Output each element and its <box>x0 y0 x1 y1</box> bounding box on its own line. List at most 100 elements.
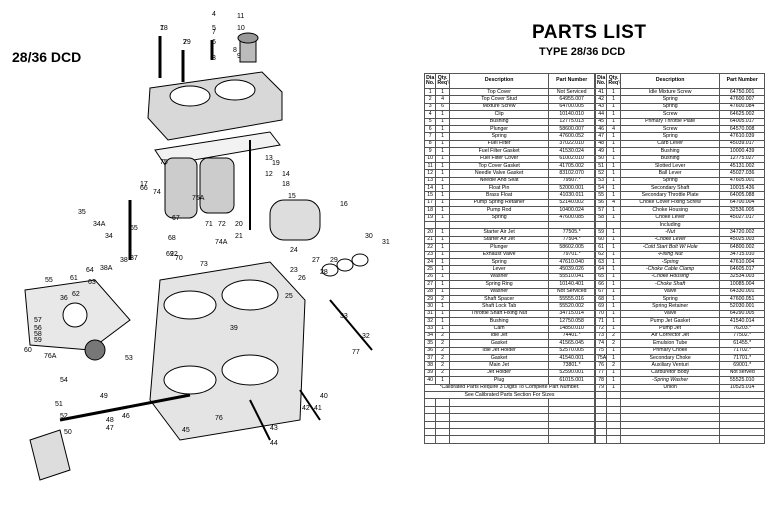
qty-cell: 2 <box>435 294 450 304</box>
part-number-cell: 41540.014 <box>719 317 765 326</box>
qty-cell <box>435 405 450 415</box>
part-number-cell: 45131.002 <box>719 161 765 171</box>
dia-cell <box>594 398 608 407</box>
description-cell <box>619 420 721 429</box>
callout-label: 29 <box>330 257 338 264</box>
qty-cell: 1 <box>435 272 450 282</box>
part-number-cell: 64005.017 <box>719 117 765 126</box>
dia-cell: 75A <box>594 354 608 363</box>
qty-cell <box>606 413 621 422</box>
description-cell: -Choke Housing <box>619 272 721 282</box>
dia-cell <box>423 398 437 407</box>
callout-label: 34A <box>93 221 106 228</box>
qty-cell: 1 <box>606 110 621 119</box>
qty-cell: 2 <box>435 331 450 341</box>
description-cell: Choke Cover Fixing Screw <box>619 198 721 208</box>
description-cell: Plunger <box>448 243 550 252</box>
qty-cell: 1 <box>606 368 621 378</box>
callout-label: 55 <box>45 277 53 284</box>
callout-label: 52 <box>60 413 68 420</box>
callout-label: 61 <box>70 275 78 282</box>
part-number-cell: 47610.039 <box>719 132 765 141</box>
description-cell: Needle Valve Gasket <box>448 169 550 178</box>
description-cell: Carb Lever <box>619 139 721 149</box>
callout-label: 20 <box>235 221 243 228</box>
part-number-cell: 83102.070 <box>548 169 595 178</box>
callout-label: 21 <box>235 233 243 240</box>
callout-label: 4 <box>212 11 216 18</box>
callout-label: 14 <box>282 171 290 178</box>
description-cell <box>448 221 550 230</box>
model-label: 28/36 DCD <box>12 49 82 65</box>
part-number-cell: 64700.004 <box>719 198 765 208</box>
description-cell: Choke Lever <box>619 213 721 223</box>
dia-cell: 56 <box>594 198 608 208</box>
part-number-cell: 64290.005 <box>719 309 765 319</box>
part-number-cell: Not Serviced <box>548 87 595 97</box>
description-cell: Fuel Filter <box>448 139 550 149</box>
qty-cell: 1 <box>606 354 621 363</box>
part-number-cell <box>548 420 595 429</box>
description-cell <box>619 398 721 407</box>
callout-label: 3 <box>212 55 216 62</box>
table-row: Including <box>594 221 765 230</box>
description-cell: -Choke Shaft <box>619 280 721 289</box>
description-cell: Float Pin <box>448 184 550 193</box>
table-row <box>594 405 765 415</box>
part-number-cell: 61002.010 <box>548 154 595 163</box>
part-number-cell: 77504.* <box>548 235 595 245</box>
qty-cell: 1 <box>435 191 450 200</box>
description-cell <box>448 413 550 422</box>
qty-cell: 1 <box>606 191 621 200</box>
callout-label: 11 <box>237 13 244 20</box>
description-cell: Throttle Shaft Fixing Nut <box>448 309 550 319</box>
description-cell: Top Cover Stud <box>448 95 550 104</box>
qty-cell: 1 <box>606 280 621 289</box>
dia-cell: 29 <box>423 294 437 304</box>
dia-cell: 40 <box>423 376 437 385</box>
header-part-number: Part Number <box>548 73 595 89</box>
qty-cell: 2 <box>606 339 621 348</box>
part-number-cell: 34715.010 <box>719 250 765 260</box>
part-number-cell: 47600.085 <box>548 213 595 223</box>
qty-cell: 1 <box>435 139 450 149</box>
qty-cell: 1 <box>435 169 450 178</box>
callout-label: 51 <box>55 401 63 408</box>
parts-table-left: Dia No. Qty. Req'd Description Part Numb… <box>423 73 595 444</box>
qty-cell: 4 <box>435 95 450 104</box>
dia-cell: 2 <box>423 95 437 104</box>
part-number-cell: 41565.045 <box>548 339 595 348</box>
callout-label: 59 <box>34 337 42 344</box>
callout-label: 7 <box>212 29 216 36</box>
part-number-cell: 73801.* <box>548 361 595 370</box>
qty-cell: 1 <box>435 302 450 311</box>
callout-label: 6 <box>212 39 216 46</box>
description-cell: Auxiliary Venturi <box>619 361 721 370</box>
qty-cell: 1 <box>435 154 450 163</box>
qty-cell: 4 <box>606 198 621 208</box>
part-number-cell: 64625.002 <box>719 110 765 119</box>
callout-label: 36 <box>60 295 68 302</box>
description-cell: Spring <box>448 132 550 141</box>
part-number-cell <box>548 413 595 422</box>
